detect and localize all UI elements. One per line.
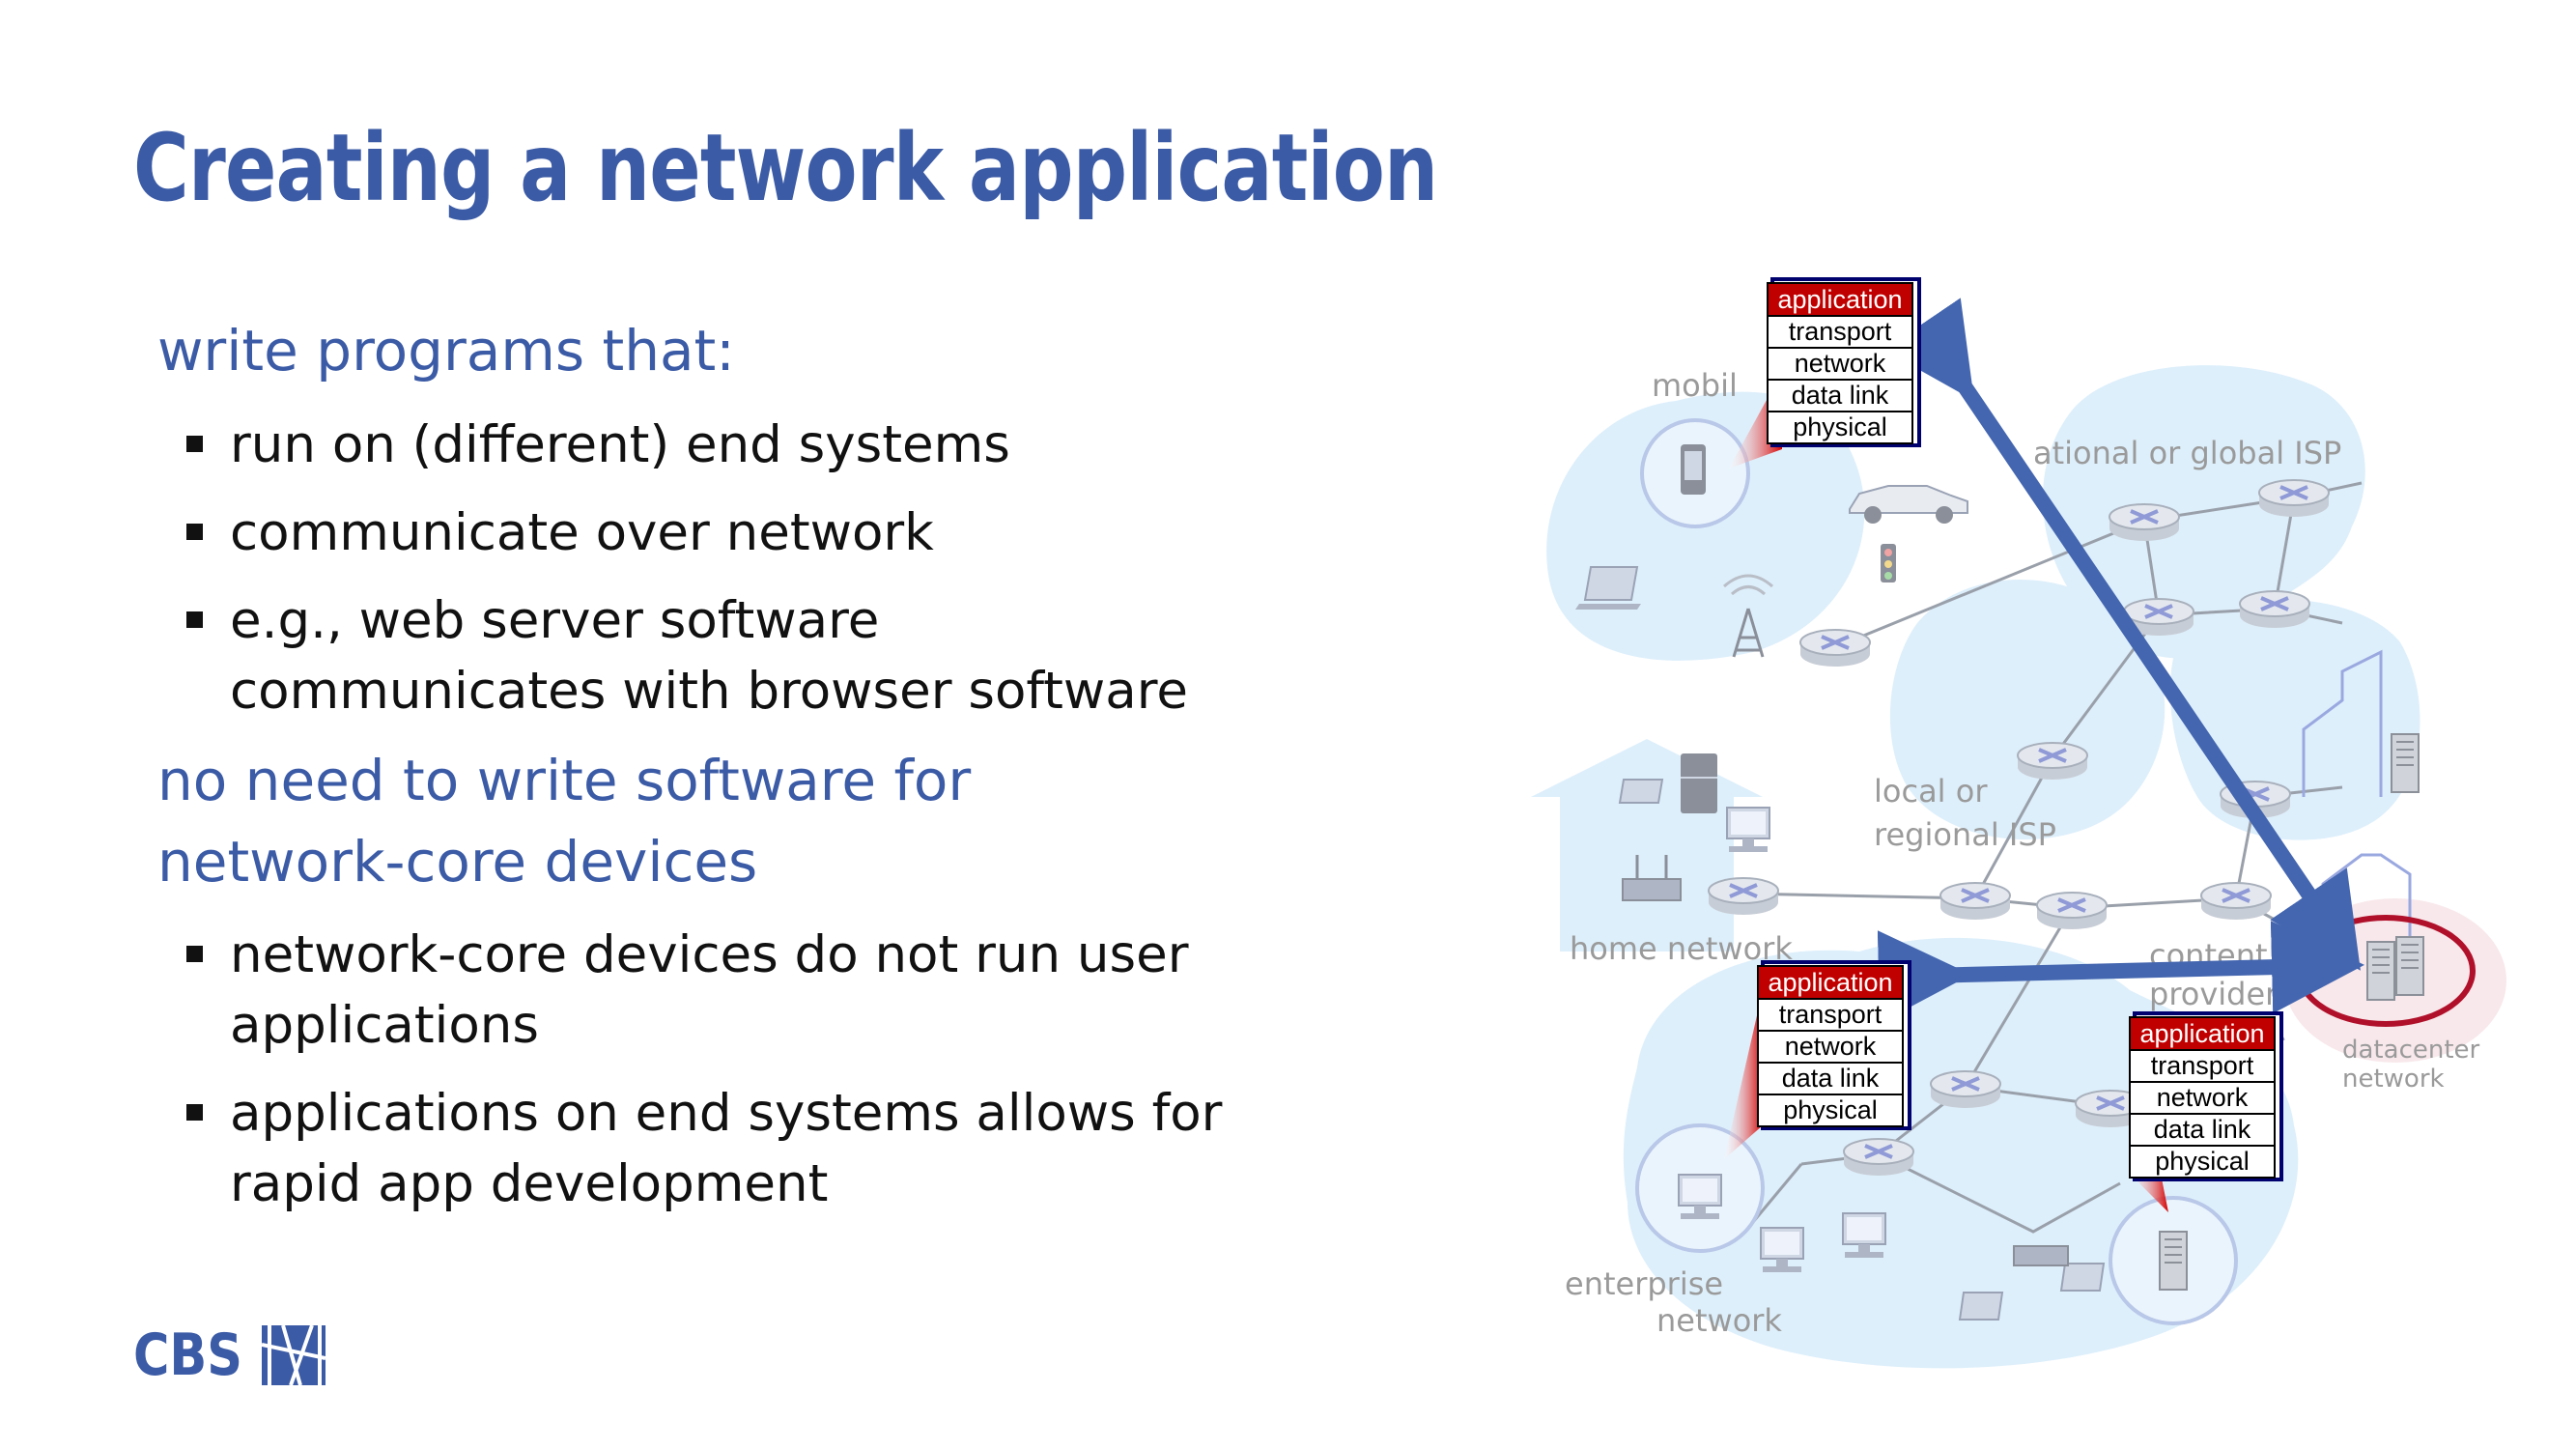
home-laptop-icon (1618, 779, 1664, 804)
label-datacenter-2: network (2342, 1065, 2445, 1094)
slide-content: write programs that: run on (different) … (157, 309, 1529, 1233)
enterprise-laptop-icon (1958, 1292, 2004, 1321)
router-icon (2257, 478, 2331, 519)
stack-layer-transport: transport (2151, 1051, 2254, 1080)
stack-layer-network: network (1795, 349, 1886, 378)
datacenter-server-icon (2366, 936, 2424, 1001)
label-datacenter-1: datacenter (2342, 1036, 2480, 1065)
router-icon (2238, 589, 2311, 630)
router-icon (2035, 891, 2109, 931)
arrow-mobile-datacenter (1883, 298, 2361, 971)
server-rack-icon (2391, 733, 2420, 793)
stack-layer-physical: physical (1783, 1095, 1878, 1124)
router-icon (1842, 1137, 1915, 1178)
bullet-square-icon (186, 524, 203, 540)
stack-layer-transport: transport (1779, 1000, 1882, 1029)
stack-layer-data-link: data link (1782, 1064, 1880, 1093)
stack-layer-physical: physical (2155, 1147, 2250, 1176)
stack-layer-data-link: data link (1792, 381, 1889, 410)
bullet-square-icon (186, 1104, 203, 1121)
content-provider-cloud (2169, 599, 2420, 840)
enterprise-pc-ring (1635, 1123, 1765, 1253)
laptop-icon (1575, 566, 1641, 610)
cbs-logo-icon (262, 1324, 326, 1386)
heading-write-programs: write programs that: (157, 318, 735, 384)
list-item: e.g., web server software communicates w… (157, 585, 1529, 726)
mobile-phone-icon (1640, 418, 1750, 528)
router-icon (1707, 876, 1780, 917)
enterprise-wireless-router-icon (2013, 1245, 2069, 1266)
label-content-2: provider (2149, 976, 2279, 1012)
home-network-shape (1531, 739, 1763, 952)
label-local-isp-2: regional ISP (1874, 816, 2056, 853)
bullet-square-icon (186, 946, 203, 962)
bullet-square-icon (186, 436, 203, 452)
label-mobile: mobil (1652, 367, 1738, 404)
label-home-network: home network (1570, 930, 1793, 967)
callout-beam-enterprise (1724, 990, 1763, 1159)
router-icon (1939, 881, 2012, 922)
heading-no-need: no need to write software for network-co… (157, 748, 972, 895)
label-enterprise-1: enterprise (1565, 1265, 1723, 1302)
communication-arrows (1877, 298, 2364, 1024)
arrow-enterprise-datacenter (1877, 921, 2364, 1024)
stack-layer-application: application (1768, 968, 1892, 997)
protocol-stack-top: application transport network data link … (1767, 277, 1921, 447)
wireless-router-icon (1622, 855, 1682, 901)
router-icon (1929, 1069, 2002, 1110)
label-enterprise-2: network (1656, 1302, 1782, 1339)
logo-text: CBS (133, 1321, 243, 1389)
cbs-logo: CBS (133, 1321, 326, 1389)
cell-tower-icon (1723, 574, 1773, 658)
enterprise-laptop-icon (2059, 1263, 2106, 1292)
stack-layer-application: application (1777, 285, 1902, 314)
car-icon (1849, 485, 1968, 524)
list-item: network-core devices do not run user app… (157, 920, 1529, 1061)
bullet-square-icon (186, 611, 203, 628)
bullet-list-2: network-core devices do not run user app… (157, 920, 1529, 1219)
router-icon (1798, 628, 1872, 668)
list-item: applications on end systems allows for r… (157, 1078, 1529, 1219)
stack-layer-data-link: data link (2154, 1115, 2251, 1144)
traffic-light-icon (1881, 544, 1896, 582)
stack-layer-application: application (2139, 1019, 2264, 1048)
fridge-icon (1681, 753, 1717, 813)
list-item: communicate over network (157, 497, 1529, 568)
label-global-isp: ational or global ISP (2033, 435, 2341, 471)
stack-layer-physical: physical (1793, 412, 1887, 441)
label-local-isp-1: local or (1874, 773, 1988, 810)
router-icon (2108, 502, 2181, 543)
stack-layer-network: network (2157, 1083, 2249, 1112)
list-item: run on (different) end systems (157, 410, 1529, 480)
slide-title: Creating a network application (133, 114, 1438, 222)
stack-layer-network: network (1785, 1032, 1877, 1061)
router-icon (2199, 881, 2273, 922)
stack-layer-transport: transport (1789, 317, 1892, 346)
protocol-stack-server: application transport network data link … (2129, 1011, 2283, 1181)
protocol-stack-enterprise: application transport network data link … (1757, 960, 1911, 1130)
router-icon (2016, 741, 2089, 781)
bullet-list-1: run on (different) end systems communica… (157, 410, 1529, 726)
enterprise-server-ring (2109, 1196, 2238, 1325)
network-diagram: mobil ational or global ISP local or reg… (1531, 277, 2506, 1369)
